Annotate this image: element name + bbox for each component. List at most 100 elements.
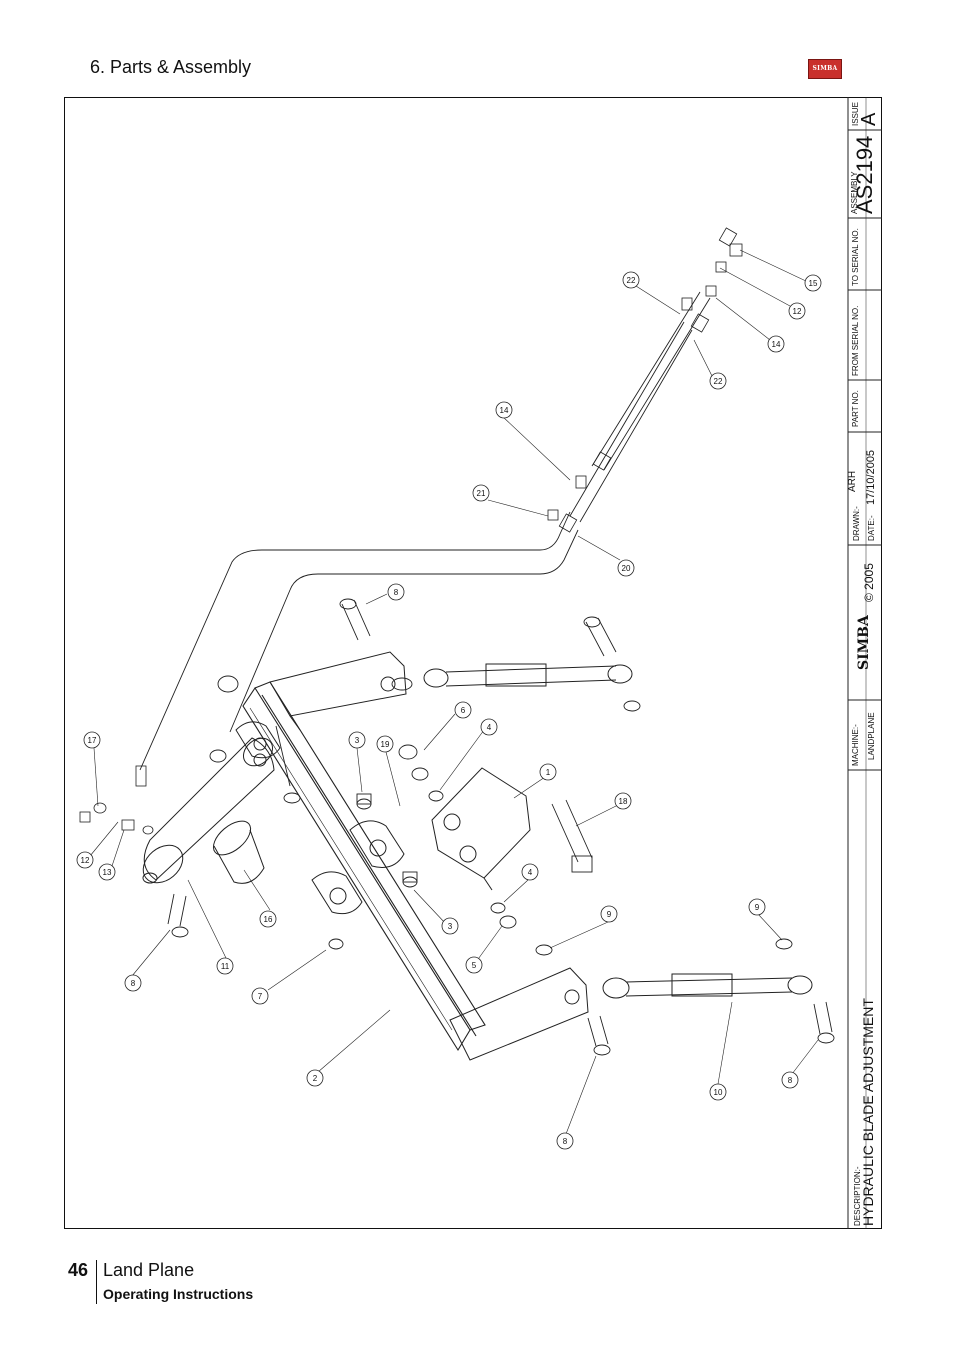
simba-logo: SIMBA [808,59,842,79]
callout-13: 13 [98,863,116,881]
svg-text:1: 1 [546,768,551,777]
svg-text:16: 16 [264,915,273,924]
svg-text:20: 20 [622,564,631,573]
svg-text:22: 22 [627,276,636,285]
date-label: DATE:- [867,515,876,541]
hydraulic-hoses [139,291,711,771]
callout-9a: 9 [600,905,618,923]
mounting-bracket [431,767,531,891]
drawing-frame [64,97,882,1229]
hose-fittings [547,227,743,533]
svg-text:7: 7 [258,992,263,1001]
svg-text:19: 19 [381,740,390,749]
callout-1: 1 [539,763,557,781]
svg-text:2: 2 [313,1074,318,1083]
pins [167,598,835,1056]
top-link-lower [602,973,813,999]
svg-text:21: 21 [477,489,486,498]
svg-text:14: 14 [772,340,781,349]
manual-subtitle: Operating Instructions [103,1286,254,1302]
lower-arm-plate [449,967,589,1061]
main-frame-beam [242,681,486,1052]
callout-2: 2 [306,1069,324,1087]
svg-text:9: 9 [607,910,612,919]
svg-text:13: 13 [103,868,112,877]
callout-18: 18 [614,792,632,810]
callout-4: 4 [480,718,498,736]
drawn-label: DRAWN:- [852,506,861,541]
section-title: 6. Parts & Assembly [90,57,252,77]
simba-logo-text: SIMBA [812,65,838,72]
svg-text:6: 6 [461,706,466,715]
svg-text:4: 4 [528,868,533,877]
callout-8a: 8 [387,583,405,601]
callout-15: 15 [804,274,822,292]
callout-4b: 4 [521,863,539,881]
callout-3: 3 [348,731,366,749]
svg-text:8: 8 [131,979,136,988]
product-name: Land Plane [103,1260,195,1280]
bushes-washers [209,675,793,956]
callout-14b: 14 [767,335,785,353]
callout-8c: 8 [556,1132,574,1150]
svg-text:9: 9 [755,903,760,912]
svg-text:5: 5 [472,961,477,970]
part-callouts: 1 2 3 3 4 4 5 6 7 8 8 8 8 8 9 9 10 11 12… [76,271,822,1150]
callout-12a: 12 [76,851,94,869]
leader-lines [89,249,819,1135]
drawn-by: ARH [847,470,858,492]
svg-text:14: 14 [500,406,509,415]
callout-17: 17 [83,731,101,749]
callout-10: 10 [709,1083,727,1101]
to-serial-label: TO SERIAL NO. [851,228,860,286]
callout-19: 19 [376,735,394,753]
hydraulic-cylinder [142,737,275,884]
callout-16: 16 [259,910,277,928]
footer-divider [96,1260,97,1304]
top-link-upper [423,663,633,688]
callout-5: 5 [465,956,483,974]
beam-brackets [235,721,405,915]
svg-text:3: 3 [355,736,360,745]
svg-text:3: 3 [448,922,453,931]
svg-text:18: 18 [619,797,628,806]
callout-8b: 8 [124,974,142,992]
svg-text:10: 10 [714,1088,723,1097]
callout-12b: 12 [788,302,806,320]
callout-22b: 22 [709,372,727,390]
machine-label: MACHINE:- [851,724,860,766]
from-serial-label: FROM SERIAL NO. [851,305,860,376]
assembly-number: AS2194 [852,135,877,214]
page-number: 46 [68,1260,89,1280]
svg-text:8: 8 [788,1076,793,1085]
svg-text:15: 15 [809,279,818,288]
callout-6: 6 [454,701,472,719]
drawing-description: HYDRAULIC BLADE ADJUSTMENT [860,998,876,1226]
svg-text:12: 12 [81,856,90,865]
copyright: © 2005 [862,563,876,602]
svg-text:4: 4 [487,723,492,732]
svg-text:8: 8 [394,588,399,597]
spacer-sleeve [212,820,265,884]
svg-text:11: 11 [221,962,230,971]
callout-20: 20 [617,559,635,577]
callout-14a: 14 [495,401,513,419]
callout-7: 7 [251,987,269,1005]
drawing-date: 17/10/2005 [865,449,877,505]
svg-text:8: 8 [563,1137,568,1146]
machine-name: LANDPLANE [867,712,876,760]
callout-11: 11 [216,957,234,975]
cylinder-fittings [79,765,154,835]
callout-3b: 3 [441,917,459,935]
title-block-logo: SIMBA [856,615,872,670]
callout-9b: 9 [748,898,766,916]
part-no-label: PART NO. [851,390,860,427]
svg-text:12: 12 [793,307,802,316]
svg-text:17: 17 [88,736,97,745]
svg-text:22: 22 [714,377,723,386]
issue-letter: A [858,112,880,126]
callout-8d: 8 [781,1071,799,1089]
callout-21: 21 [472,484,490,502]
callout-22a: 22 [622,271,640,289]
